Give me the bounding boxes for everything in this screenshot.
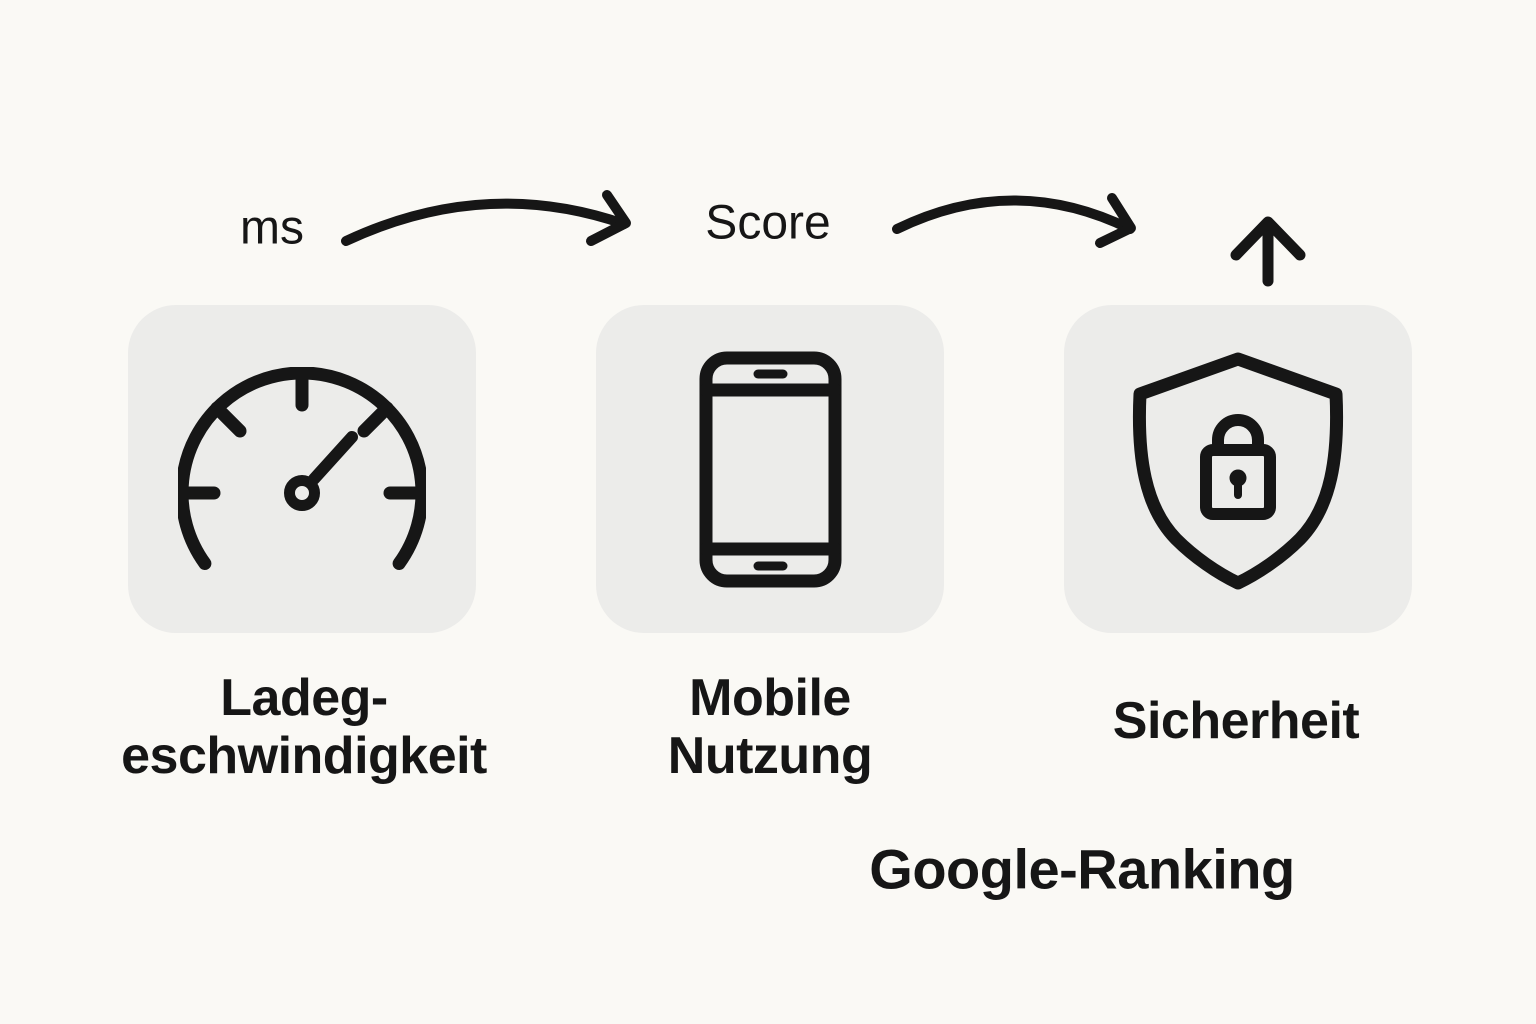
shield-lock-icon [1132,352,1343,589]
card-loading-speed [128,305,476,633]
card-security [1064,305,1412,633]
card-mobile-usage [596,305,944,633]
label-loading-speed: Ladeg- eschwindigkeit [121,668,487,785]
label-security: Sicherheit [1112,691,1360,750]
metric-label-score: Score [705,196,831,250]
label-mobile-usage: Mobile Nutzung [667,668,873,785]
metric-label-ms: ms [240,201,304,255]
curved-arrow-right-icon [892,193,1136,248]
label-google-ranking: Google-Ranking [869,837,1295,901]
arrow-up-icon [1230,216,1306,287]
curved-arrow-right-icon [341,190,631,246]
speedometer-icon [178,367,426,570]
smartphone-icon [699,351,841,587]
